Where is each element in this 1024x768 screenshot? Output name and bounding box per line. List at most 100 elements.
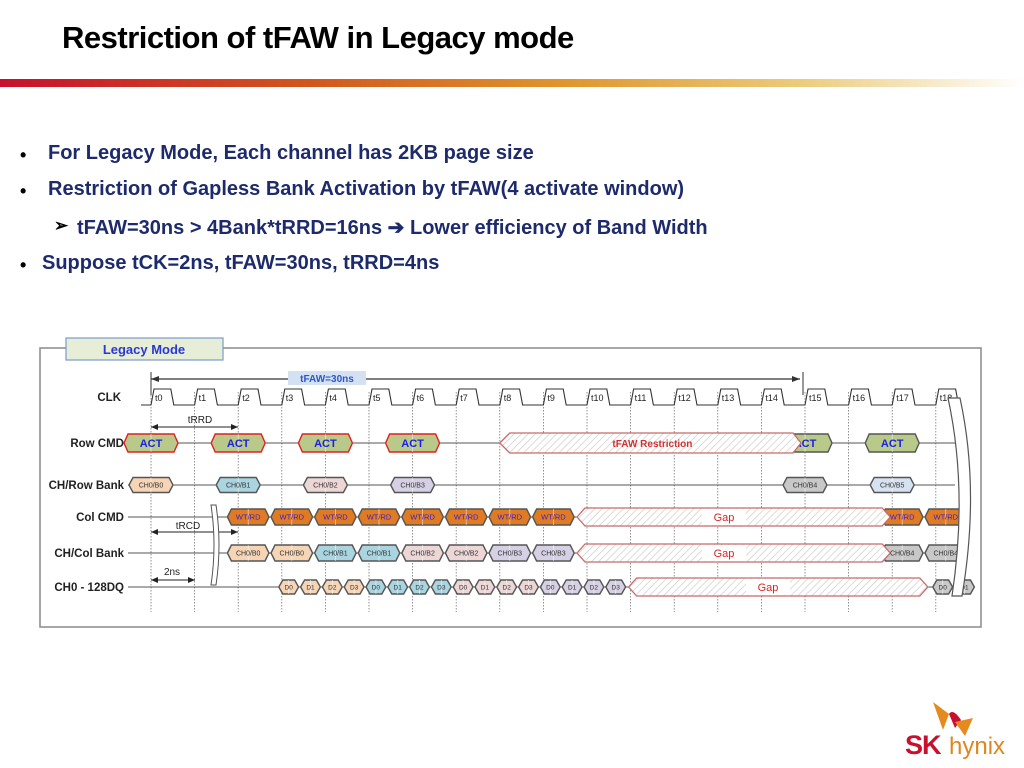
- panel-label: Legacy Mode: [103, 342, 185, 357]
- clock-tick-label: t11: [635, 393, 647, 403]
- dq-data-cell: D3: [437, 584, 446, 591]
- arrow-right-icon: [792, 376, 800, 382]
- panel-label-box: [65, 337, 224, 361]
- col-bank-cell: CH0/B3: [541, 551, 566, 558]
- row-label: CH0 - 128DQ: [54, 582, 124, 594]
- dq-data-cell: D2: [415, 584, 424, 591]
- col-command-cell: WT/RD: [323, 513, 348, 522]
- dq-data-cell: D0: [546, 584, 555, 591]
- row-bank-cell: CH0/B3: [400, 483, 425, 490]
- bullet-item: Restriction of Gapless Bank Activation b…: [48, 178, 685, 200]
- bullet-item: For Legacy Mode, Each channel has 2KB pa…: [48, 142, 534, 164]
- col-bank-cell: CH0/B3: [498, 551, 523, 558]
- clock-tick-label: t2: [242, 393, 250, 403]
- tfaw-restriction-bar: [498, 432, 802, 454]
- dq-data-cell: D3: [350, 584, 359, 591]
- dq-data-cell: D0: [372, 584, 381, 591]
- clock-tick-label: t6: [417, 393, 425, 403]
- dq-data-cell: D1: [394, 584, 403, 591]
- sk-hynix-logo: SK hynix: [905, 700, 1024, 768]
- logo-hynix-text: hynix: [949, 733, 1006, 760]
- dq-data-cell: D0: [285, 584, 294, 591]
- col-bank-cell: CH0/B4: [890, 551, 915, 558]
- timeline-break-bracket: [947, 397, 972, 597]
- dq-data-cell: D3: [524, 584, 533, 591]
- row-label: Row CMD: [70, 438, 124, 450]
- gap-label: Gap: [714, 548, 735, 560]
- arrow-left-icon: [151, 376, 159, 382]
- act-command: ACT: [140, 438, 163, 450]
- dq-data-cell: D2: [590, 584, 599, 591]
- slide-title: Restriction of tFAW in Legacy mode: [62, 20, 574, 55]
- col-command-cell: WT/RD: [498, 513, 523, 522]
- col-command-cell: WT/RD: [541, 513, 566, 522]
- dq-data-cell: D1: [481, 584, 490, 591]
- clock-tick-label: t17: [896, 393, 909, 403]
- sub-bullet-marker: ➢: [54, 216, 69, 235]
- col-bank-cell: CH0/B2: [454, 551, 479, 558]
- col-command-cell: WT/RD: [454, 513, 479, 522]
- tfaw-label-box: [288, 371, 366, 385]
- row-label: Col CMD: [76, 512, 124, 524]
- act-command: ACT: [314, 438, 337, 450]
- row-label: CLK: [97, 392, 121, 404]
- trcd-label: tRCD: [176, 521, 200, 532]
- clock-tick-label: t14: [765, 393, 778, 403]
- row-bank-cell: CH0/B0: [139, 483, 164, 490]
- clock-tick-label: t12: [678, 393, 691, 403]
- row-label: CH/Col Bank: [54, 548, 124, 560]
- tfaw-label: tFAW=30ns: [300, 374, 354, 385]
- col-bank-cell: CH0/B1: [367, 551, 392, 558]
- bullet-item: Suppose tCK=2ns, tFAW=30ns, tRRD=4ns: [42, 252, 440, 274]
- col-bank-cell: CH0/B2: [410, 551, 435, 558]
- clock-tick-label: t13: [722, 393, 735, 403]
- row-bank-cell: CH0/B5: [880, 483, 905, 490]
- clock-tick-label: t0: [155, 393, 163, 403]
- dq-data-cell: D2: [328, 584, 337, 591]
- clock-tick-label: t3: [286, 393, 294, 403]
- bullet-marker: •: [20, 255, 27, 275]
- row-bank-cell: CH0/B1: [226, 483, 251, 490]
- sub-bullet-item: tFAW=30ns > 4Bank*tRRD=16ns ➔ Lower effi…: [77, 217, 708, 239]
- clock-tick-label: t8: [504, 393, 512, 403]
- clock-tick-label: t7: [460, 393, 468, 403]
- clock-tick-label: t16: [853, 393, 866, 403]
- dq-data-cell: D3: [612, 584, 621, 591]
- act-command: ACT: [227, 438, 250, 450]
- col-command-cell: WT/RD: [934, 513, 959, 522]
- clock-tick-label: t18: [940, 393, 953, 403]
- tck-label: 2ns: [164, 567, 180, 578]
- title-gradient-rule: [0, 79, 1024, 87]
- col-command-cell: WT/RD: [890, 513, 915, 522]
- dq-data-cell: D0: [459, 584, 468, 591]
- col-bank-cell: CH0/B0: [236, 551, 261, 558]
- bullet-marker: •: [20, 145, 27, 165]
- dq-data-cell: D2: [503, 584, 512, 591]
- act-command: ACT: [401, 438, 424, 450]
- col-bank-cell: CH0/B0: [280, 551, 305, 558]
- col-command-cell: WT/RD: [410, 513, 435, 522]
- clock-tick-label: t10: [591, 393, 604, 403]
- diagram-frame: [39, 347, 982, 628]
- col-command-cell: WT/RD: [236, 513, 261, 522]
- dq-data-cell: D1: [960, 584, 969, 591]
- clock-tick-label: t4: [329, 393, 337, 403]
- butterfly-icon: [933, 702, 973, 736]
- dq-data-cell: D1: [306, 584, 315, 591]
- gap-label: Gap: [714, 512, 735, 524]
- row-bank-cell: CH0/B4: [793, 483, 818, 490]
- clock-tick-label: t1: [199, 393, 207, 403]
- clk-waveform: [141, 388, 960, 406]
- col-bank-cell: CH0/B4: [934, 551, 959, 558]
- act-command: ACT: [881, 438, 904, 450]
- col-command-cell: WT/RD: [367, 513, 392, 522]
- clock-tick-label: t15: [809, 393, 822, 403]
- row-label: CH/Row Bank: [49, 480, 125, 492]
- col-bank-cell: CH0/B1: [323, 551, 348, 558]
- break-bracket: [210, 504, 220, 586]
- dq-data-cell: D0: [939, 584, 948, 591]
- clock-tick-label: t5: [373, 393, 381, 403]
- col-command-cell: WT/RD: [280, 513, 305, 522]
- bullet-marker: •: [20, 181, 27, 201]
